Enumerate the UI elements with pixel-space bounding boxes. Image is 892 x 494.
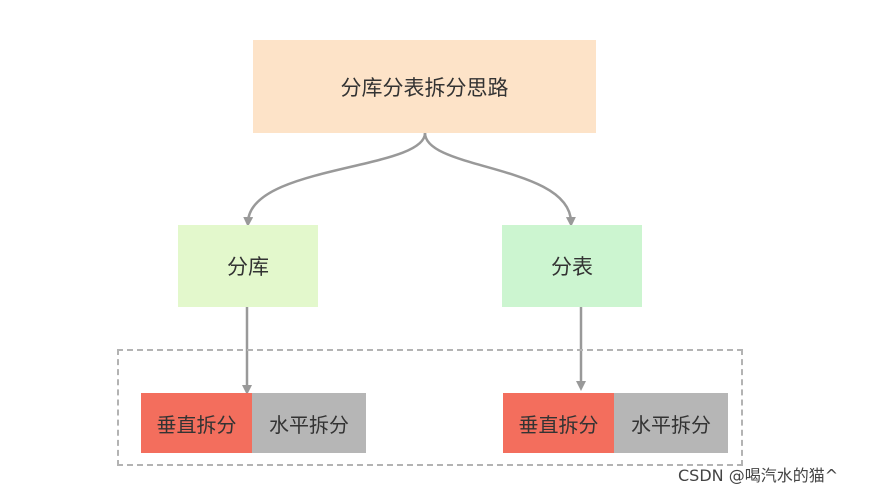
left-horizontal-split-label: 水平拆分 xyxy=(269,412,349,437)
left-vertical-split-node: 垂直拆分 xyxy=(141,393,252,453)
right-vertical-split-node: 垂直拆分 xyxy=(503,393,614,453)
connector-root-to-left xyxy=(243,132,427,227)
csdn-watermark: CSDN @喝汽水的猫^ xyxy=(678,466,839,485)
dashed-group-frame xyxy=(117,349,743,466)
root-node: 分库分表拆分思路 xyxy=(253,40,596,133)
left-branch-node: 分库 xyxy=(178,225,318,307)
left-vertical-split-label: 垂直拆分 xyxy=(156,412,237,437)
connector-root-to-right xyxy=(423,132,576,227)
right-vertical-split-label: 垂直拆分 xyxy=(518,412,599,437)
left-horizontal-split-node: 水平拆分 xyxy=(252,393,366,453)
right-horizontal-split-node: 水平拆分 xyxy=(614,393,728,453)
right-branch-node: 分表 xyxy=(502,225,642,307)
root-node-label: 分库分表拆分思路 xyxy=(340,75,509,100)
left-branch-label: 分库 xyxy=(227,255,269,279)
right-horizontal-split-label: 水平拆分 xyxy=(631,412,711,437)
right-branch-label: 分表 xyxy=(551,255,593,279)
